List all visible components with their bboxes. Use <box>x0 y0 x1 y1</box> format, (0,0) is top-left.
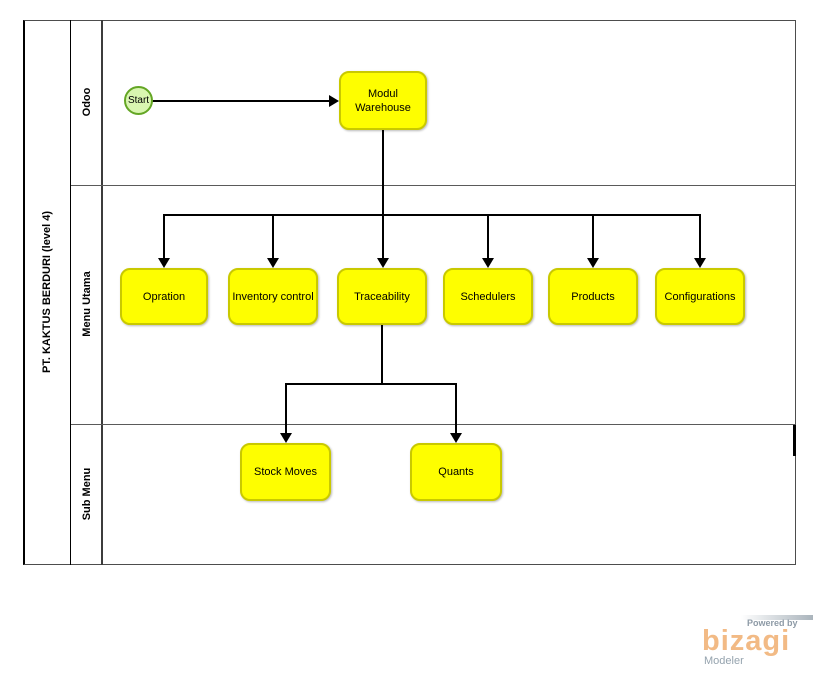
connector-drop-opration <box>163 214 165 260</box>
powered-by-label: Powered by <box>747 618 798 628</box>
task-label: Stock Moves <box>254 466 317 478</box>
pool-frame <box>23 20 796 565</box>
arrowhead-down-icon <box>280 433 292 443</box>
task-label: Configurations <box>664 290 736 303</box>
connector-drop-configurations <box>699 214 701 260</box>
task-inventory-control[interactable]: Inventory control <box>228 268 318 325</box>
task-schedulers[interactable]: Schedulers <box>443 268 533 325</box>
connector-drop-quants <box>455 383 457 435</box>
bizagi-gradient-bar <box>741 615 813 620</box>
connector-traceability-stem <box>381 325 383 385</box>
arrowhead-right-icon <box>329 95 339 107</box>
pool-title-divider <box>70 20 71 565</box>
connector-root-stem <box>382 130 384 215</box>
connector-submenu-distribution <box>285 383 457 385</box>
lane-divider-menuutama-submenu <box>71 424 795 425</box>
task-label: Inventory control <box>232 290 314 303</box>
pool-right-border-accent <box>793 425 796 456</box>
lane-label-divider <box>101 20 103 565</box>
task-opration[interactable]: Opration <box>120 268 208 325</box>
connector-drop-traceability <box>382 214 384 260</box>
connector-start-to-root <box>152 100 330 102</box>
task-label: Opration <box>142 290 186 303</box>
task-label: Schedulers <box>460 290 516 303</box>
task-configurations[interactable]: Configurations <box>655 268 745 325</box>
pool-title: PT. KAKTUS BERDURI (level 4) <box>41 211 53 373</box>
lane-label-odoo: Odoo <box>81 87 93 117</box>
connector-menu-distribution <box>163 214 701 216</box>
lane-label-sub-menu: Sub Menu <box>81 467 93 521</box>
start-event-label: Start <box>127 95 150 106</box>
task-quants[interactable]: Quants <box>410 443 502 501</box>
connector-drop-stock-moves <box>285 383 287 435</box>
start-event[interactable]: Start <box>124 86 153 115</box>
task-label: Modul Warehouse <box>355 87 411 114</box>
task-stock-moves[interactable]: Stock Moves <box>240 443 331 501</box>
arrowhead-down-icon <box>267 258 279 268</box>
bizagi-logo: bizagi <box>702 625 791 657</box>
connector-drop-schedulers <box>487 214 489 260</box>
arrowhead-down-icon <box>158 258 170 268</box>
lane-label-menu-utama: Menu Utama <box>81 271 93 337</box>
task-label: Products <box>571 290 615 303</box>
connector-drop-inventory <box>272 214 274 260</box>
arrowhead-down-icon <box>587 258 599 268</box>
task-label: Traceability <box>354 290 410 303</box>
arrowhead-down-icon <box>482 258 494 268</box>
task-modul-warehouse[interactable]: Modul Warehouse <box>339 71 427 130</box>
task-label: Quants <box>438 466 474 478</box>
modeler-label: Modeler <box>704 655 744 667</box>
task-products[interactable]: Products <box>548 268 638 325</box>
connector-drop-products <box>592 214 594 260</box>
arrowhead-down-icon <box>694 258 706 268</box>
lane-divider-odoo-menuutama <box>71 185 795 186</box>
task-traceability[interactable]: Traceability <box>337 268 427 325</box>
arrowhead-down-icon <box>377 258 389 268</box>
arrowhead-down-icon <box>450 433 462 443</box>
